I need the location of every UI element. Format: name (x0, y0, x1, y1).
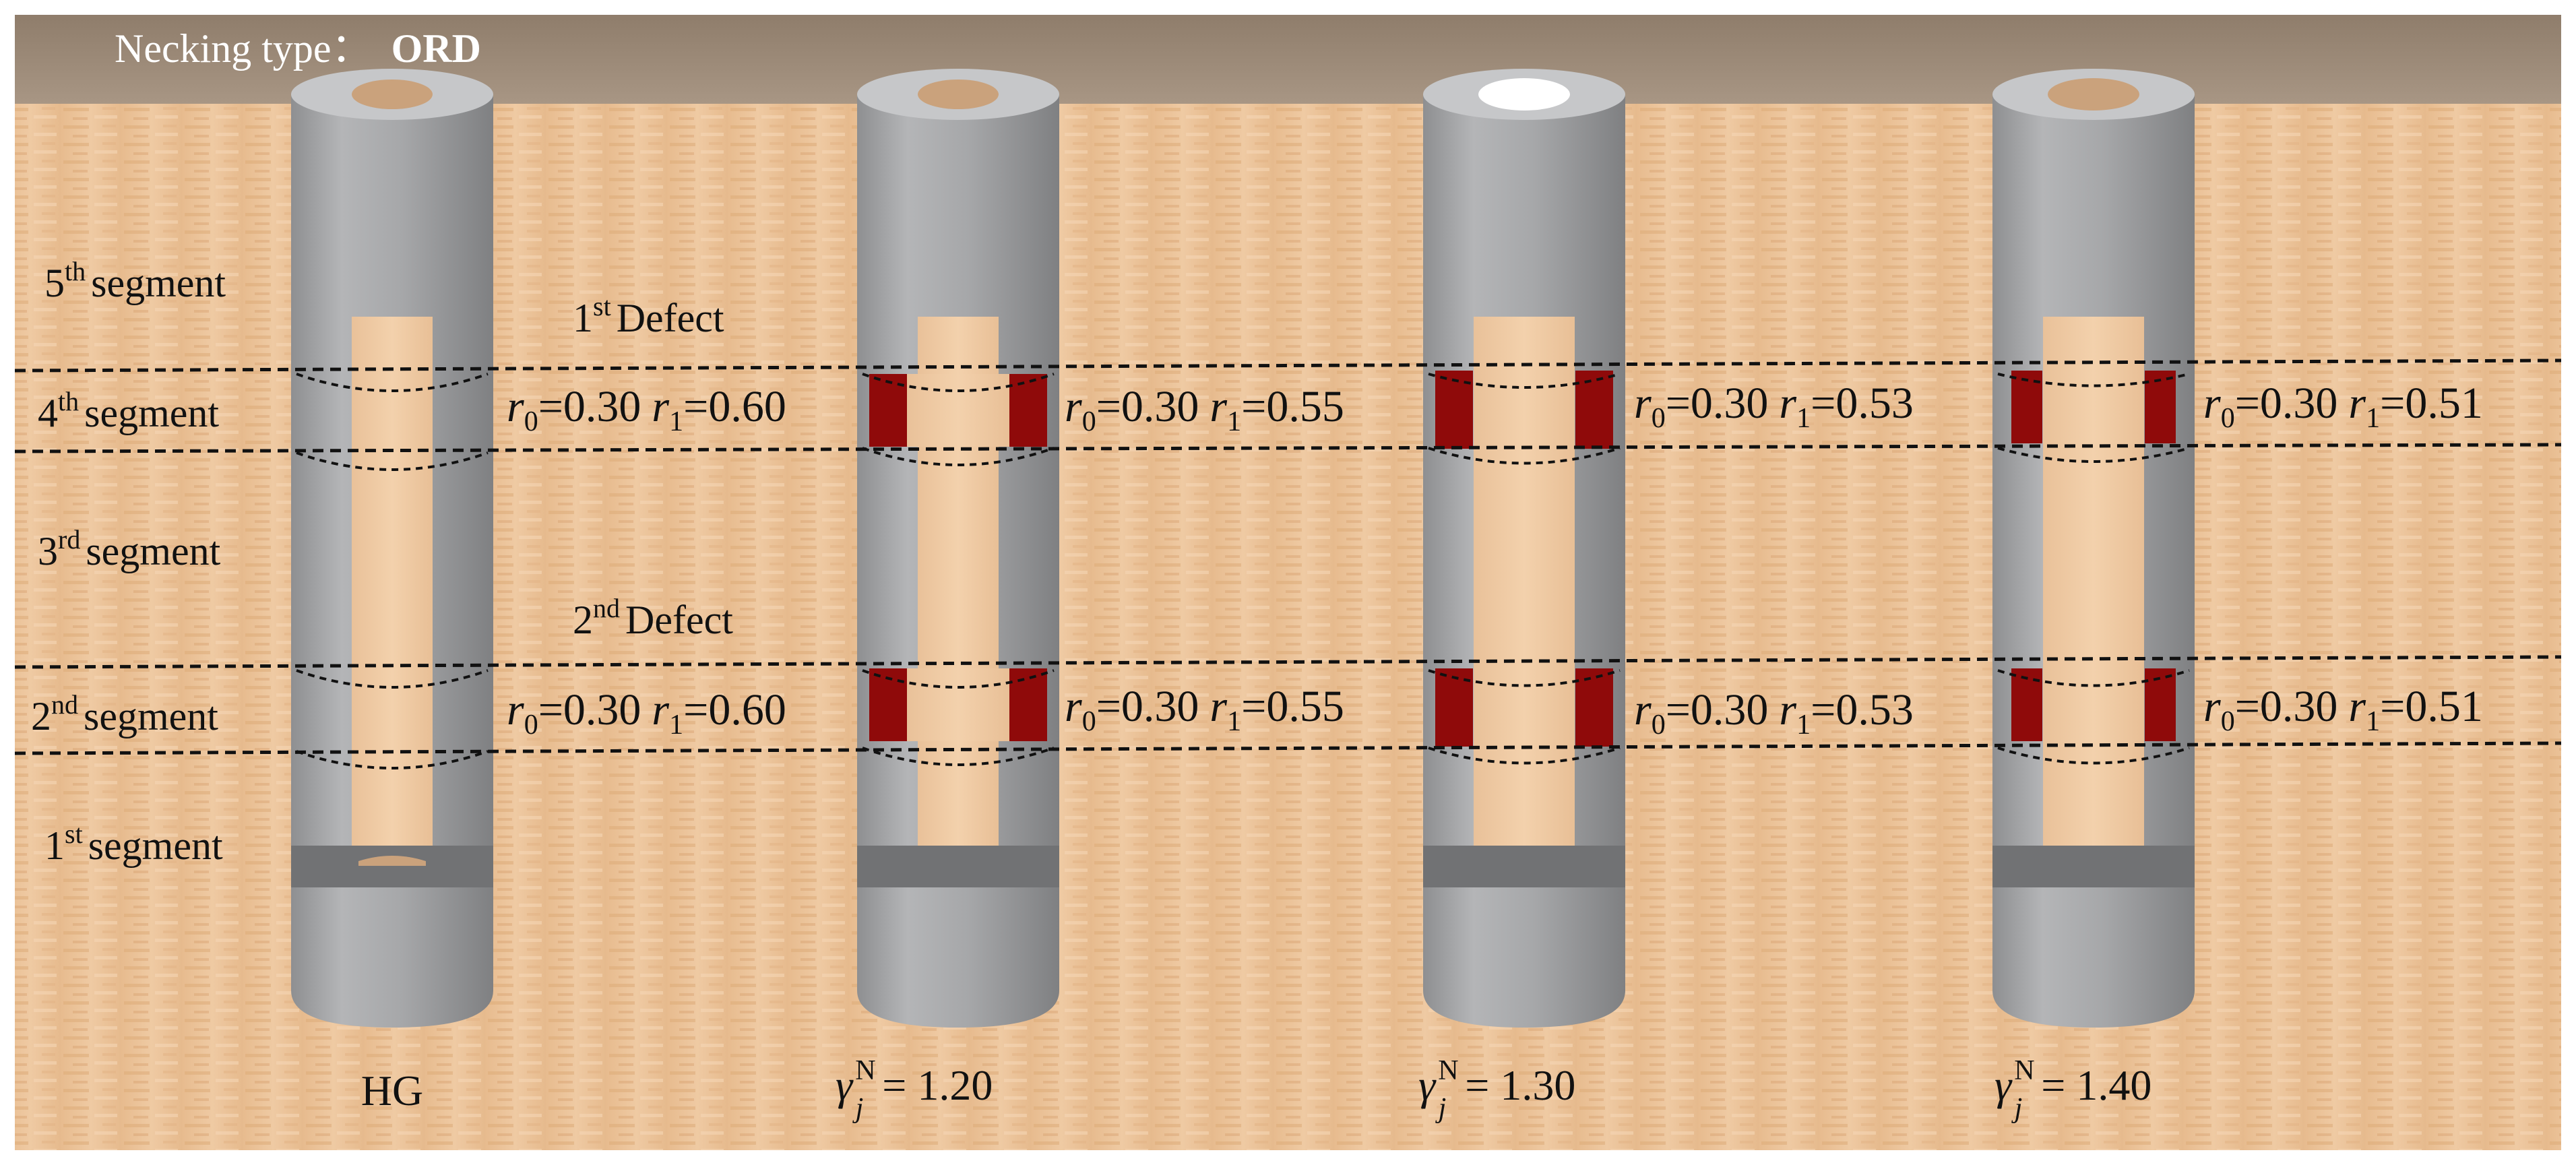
pile-hg-top-hole (352, 80, 433, 109)
pile-hg-bottom-cap-hole (358, 856, 426, 866)
pile-3-core (2043, 317, 2144, 850)
boundary-2nd-top (14, 655, 2562, 669)
pile-1-bottom-cap (857, 846, 1059, 887)
pile-2-top-hole (1478, 78, 1570, 111)
pile-2-defect-1-right (1575, 371, 1613, 449)
pile-1-defect-1-right (1009, 374, 1047, 447)
pile-1-core-defect-1 (906, 374, 1010, 447)
pile-3-defect-1-right (2145, 371, 2176, 443)
pile-curve-dashes (296, 373, 2190, 769)
pile-1-defect-2-right (1009, 668, 1047, 741)
boundary-2nd-bottom (14, 741, 2562, 755)
pile-3-defect-2-right (2145, 668, 2176, 741)
pile-gamma-1-30 (1423, 69, 1625, 1028)
pile-2-defect-2-right (1575, 668, 1613, 747)
segment-boundaries (14, 358, 2562, 755)
necking-type-prefix: Necking type： (115, 26, 372, 71)
boundary-4th-bottom (14, 443, 2562, 453)
pile-3-bottom-cap (1992, 846, 2195, 887)
pile-1-core-defect-2 (906, 668, 1010, 741)
pile-3-top-hole (2048, 78, 2139, 111)
pile-2-bottom-cap (1423, 846, 1625, 887)
pile-gamma-1-40 (1992, 69, 2195, 1028)
necking-type-title: Necking type： ORD (115, 26, 481, 71)
pile-hg-core (352, 317, 433, 850)
pile-gamma-1-20 (857, 69, 1059, 1028)
pile-hg (291, 69, 493, 1028)
pile-1-top-hole (918, 80, 999, 109)
boundary-4th-top (14, 358, 2562, 373)
pile-2-core (1474, 317, 1575, 850)
pile-hg-bottom-cap (291, 846, 493, 887)
necking-type-value: ORD (391, 26, 481, 71)
pile-label-hg: HG (361, 1067, 423, 1114)
pile-hg-upper-section (291, 94, 493, 295)
